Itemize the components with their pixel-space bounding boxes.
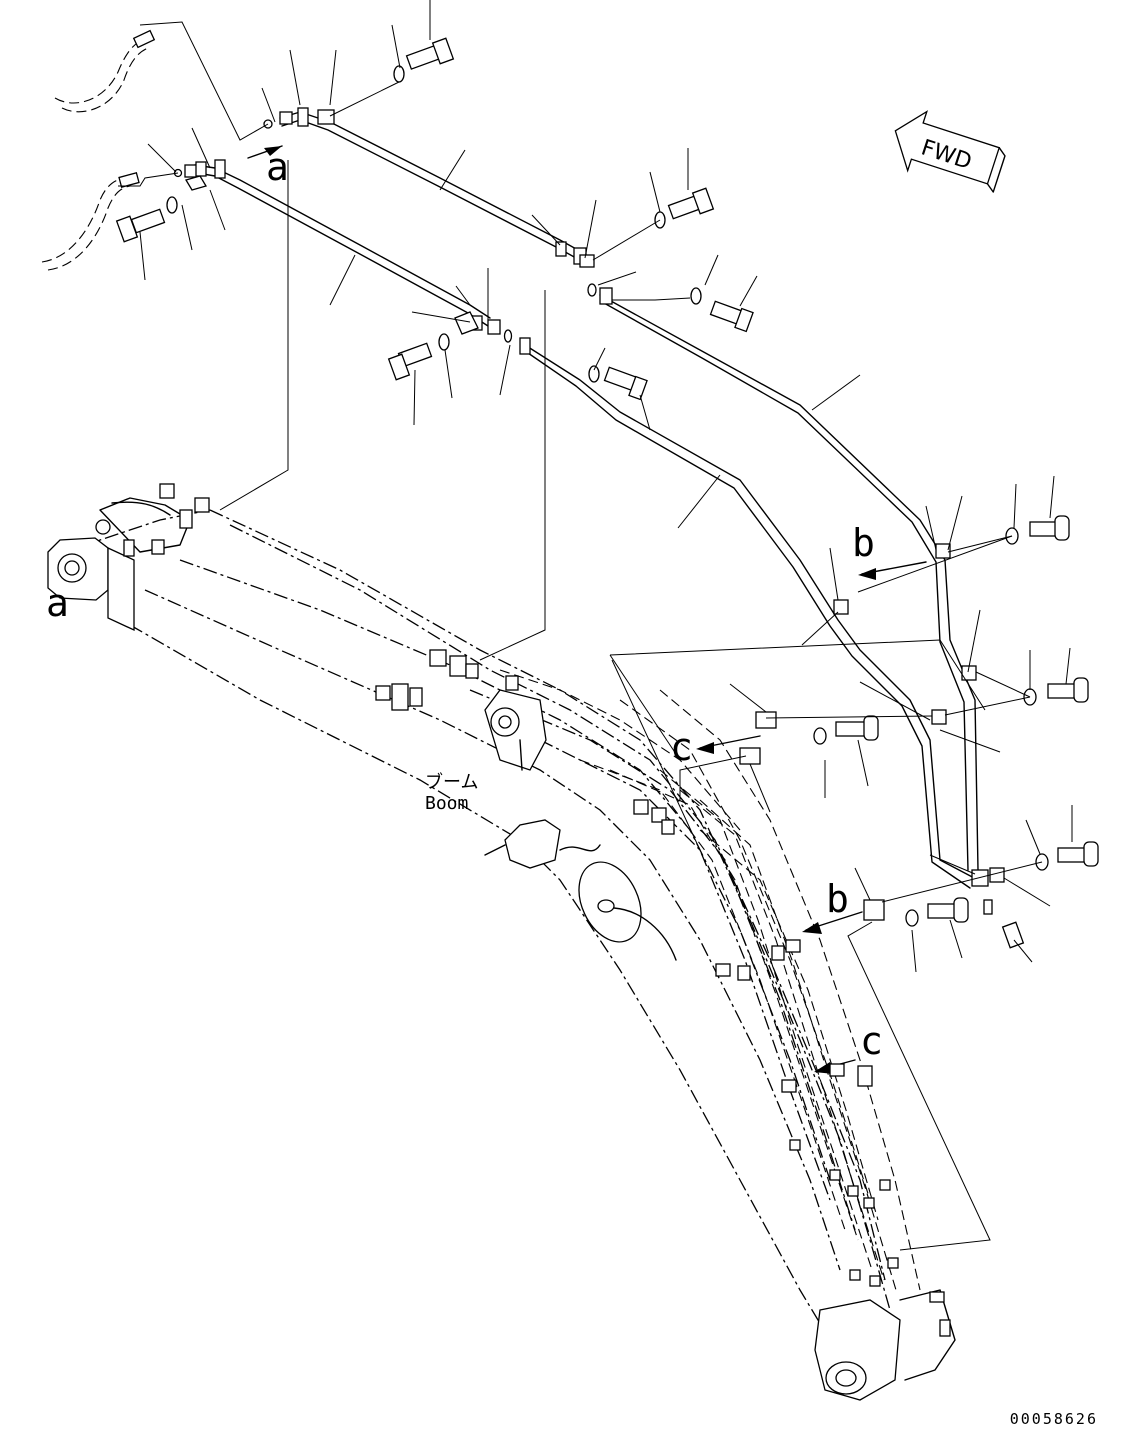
hose-upper	[54, 29, 156, 113]
boom-label-en: Boom	[425, 793, 468, 814]
bolts-and-washers	[115, 37, 1099, 949]
callout-b-upper: b	[852, 521, 875, 565]
boom-left-end	[47, 497, 191, 632]
boom-body	[59, 509, 921, 1341]
drawing-code: 00058626	[1010, 1410, 1098, 1428]
fwd-arrow-icon	[894, 110, 1006, 193]
callout-a-top: a	[266, 145, 289, 189]
callout-b-lower: b	[826, 877, 849, 921]
boom-lamp	[578, 861, 677, 961]
boom-right-end	[814, 1289, 956, 1401]
callout-c-lower: c	[860, 1019, 883, 1063]
callout-arrows	[75, 145, 927, 1074]
boom-cylinder-bracket	[484, 689, 547, 771]
boom-fittings	[123, 483, 899, 1287]
leader-lines	[118, 0, 1073, 1251]
callout-c-upper: c	[670, 725, 693, 769]
sensor-unit	[484, 819, 601, 869]
top-fittings	[173, 107, 613, 355]
boom-label-jp: ブーム	[425, 771, 478, 793]
callout-a-left: a	[46, 581, 69, 625]
tube-upper	[279, 111, 979, 871]
hose-lower	[41, 172, 140, 271]
